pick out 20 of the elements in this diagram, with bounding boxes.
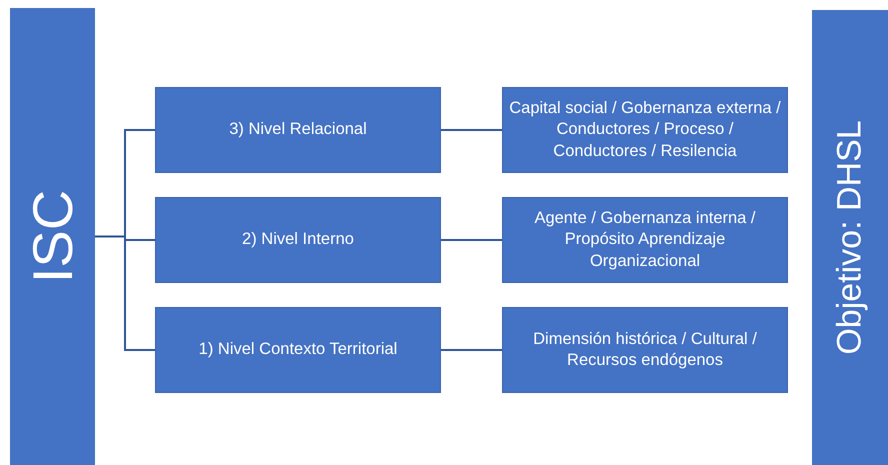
side-bar (10, 8, 95, 465)
side-bar (812, 10, 888, 465)
connector-line (441, 239, 502, 241)
bar-title: ISC (20, 190, 85, 284)
level-box (155, 197, 441, 283)
connector-line (95, 236, 155, 351)
connector-line (441, 349, 502, 351)
bar-title: Objetivo: DHSL (830, 120, 870, 355)
box-text: Capital social / Gobernanza externa / Conductores / Proceso / Conductores / Resilencia (508, 98, 782, 162)
box-text: 3) Nivel Relacional (228, 119, 368, 140)
level-box (155, 307, 441, 393)
level-box (155, 87, 441, 173)
box-text: 1) Nivel Contexto Territorial (198, 339, 398, 360)
level-box (502, 87, 788, 173)
level-box (502, 197, 788, 283)
level-box (502, 307, 788, 393)
box-text: 2) Nivel Interno (241, 229, 355, 250)
connector-line (441, 129, 502, 131)
box-text: Agente / Gobernanza interna / Propósito Aprendizaje Organizacional (533, 208, 757, 272)
box-text: Dimensión histórica / Cultural / Recursos endógenos (532, 328, 758, 371)
